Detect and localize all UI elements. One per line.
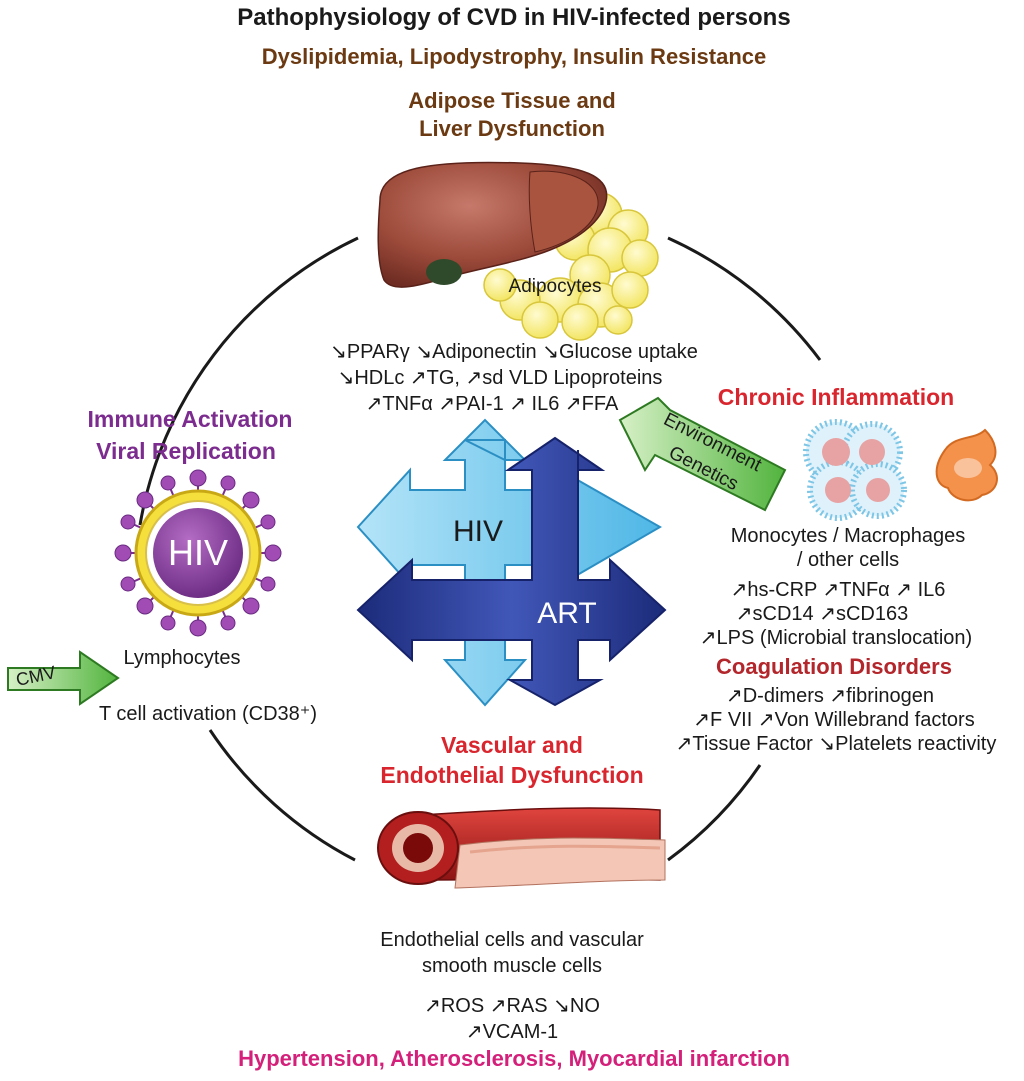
vascular-marker-1: ↗ROS ↗RAS ↘NO xyxy=(424,995,600,1017)
vascular-marker-2: ↗VCAM-1 xyxy=(465,1021,559,1043)
cmv-arrow xyxy=(7,650,120,706)
liver-icon xyxy=(377,161,659,341)
hiv-arrow xyxy=(356,418,663,707)
adipose-marker-1: ↘PPARγ ↘Adiponectin ↘Glucose uptake xyxy=(330,341,698,363)
inflammation-heading: Chronic Inflammation xyxy=(717,384,955,410)
hiv-arrow-label: HIV xyxy=(452,515,504,548)
vascular-cells-line1: Endothelial cells and vascular xyxy=(380,929,644,951)
monocytes-label-line2: / other cells xyxy=(796,549,900,571)
adipose-marker-3: ↗TNFα ↗PAI-1 ↗ IL6 ↗FFA xyxy=(365,393,619,415)
coagulation-marker-3: ↗Tissue Factor ↘Platelets reactivity xyxy=(675,733,997,755)
vascular-cells-line2: smooth muscle cells xyxy=(421,955,603,977)
arc-bottom-left xyxy=(208,729,356,862)
page-title: Pathophysiology of CVD in HIV-infected p… xyxy=(237,4,791,31)
tcell-activation-label: T cell activation (CD38⁺) xyxy=(98,703,318,725)
arc-top-right xyxy=(667,236,822,361)
cycle-arcs xyxy=(138,236,822,862)
arc-top-left xyxy=(138,236,359,526)
macrophage-icon xyxy=(935,428,998,502)
vascular-heading-line1: Vascular and xyxy=(441,732,583,758)
inflammation-marker-1: ↗hs-CRP ↗TNFα ↗ IL6 xyxy=(730,579,946,601)
virus-label: HIV xyxy=(167,532,229,573)
gallbladder-icon xyxy=(426,259,462,285)
coagulation-marker-1: ↗D-dimers ↗fibrinogen xyxy=(725,685,935,707)
top-subtitle: Dyslipidemia, Lipodystrophy, Insulin Res… xyxy=(261,44,767,69)
adipocytes-label: Adipocytes xyxy=(508,276,602,297)
environment-arrow xyxy=(618,396,787,512)
lymphocytes-label: Lymphocytes xyxy=(123,647,241,669)
monocytes-label-line1: Monocytes / Macrophages xyxy=(730,525,966,547)
inflammation-marker-3: ↗LPS (Microbial translocation) xyxy=(699,627,973,649)
hiv-virion-icon xyxy=(114,469,282,637)
inflammation-marker-2: ↗sCD14 ↗sCD163 xyxy=(735,603,909,625)
blood-vessel-icon xyxy=(377,807,666,889)
adipose-marker-2: ↘HDLc ↗TG, ↗sd VLD Lipoproteins xyxy=(337,367,663,389)
art-arrow xyxy=(356,436,667,707)
monocytes-icon xyxy=(803,419,907,521)
arc-bottom-right xyxy=(667,764,762,862)
adipose-heading-line1: Adipose Tissue and xyxy=(408,88,616,113)
adipose-heading-line2: Liver Dysfunction xyxy=(419,116,605,141)
coagulation-heading: Coagulation Disorders xyxy=(716,654,952,679)
coagulation-marker-2: ↗F VII ↗Von Willebrand factors xyxy=(693,709,975,731)
immune-heading-line2: Viral Replication xyxy=(96,438,276,464)
immune-heading-line1: Immune Activation xyxy=(87,406,293,432)
art-arrow-label: ART xyxy=(537,597,597,630)
outcome-text: Hypertension, Atherosclerosis, Myocardia… xyxy=(238,1046,790,1071)
vascular-heading-line2: Endothelial Dysfunction xyxy=(380,762,644,788)
